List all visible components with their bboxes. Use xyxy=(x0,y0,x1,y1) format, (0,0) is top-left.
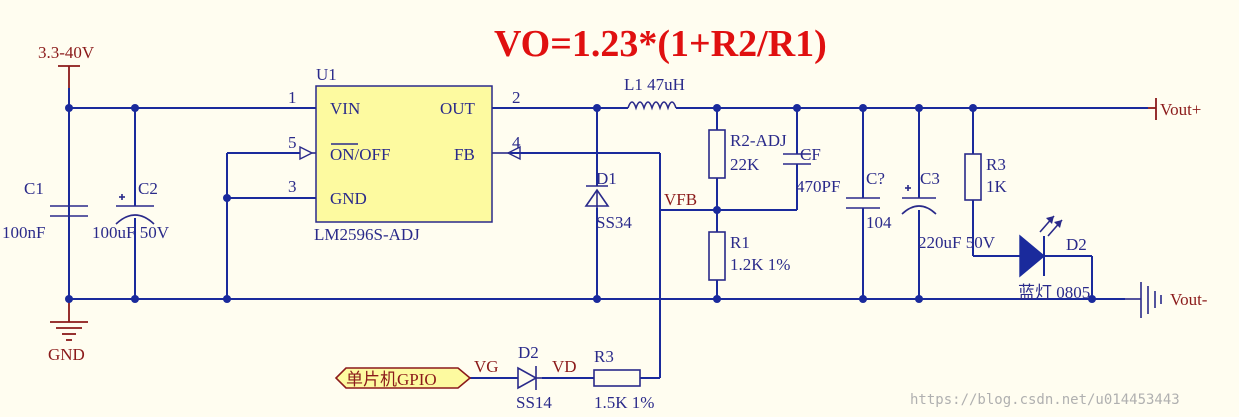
gpio-label: 单片机GPIO xyxy=(346,370,437,389)
u1-pin2-name: OUT xyxy=(440,99,476,118)
vout-plus-port xyxy=(1148,98,1157,120)
gpio-d2-value: SS14 xyxy=(516,393,552,412)
cf-ref: CF xyxy=(800,145,821,164)
d1-ref: D1 xyxy=(596,169,617,188)
r2-value: 22K xyxy=(730,155,760,174)
cf-value: 470PF xyxy=(796,177,840,196)
d2-ref: D2 xyxy=(1066,235,1087,254)
gpio-d2-ref: D2 xyxy=(518,343,539,362)
c1-ref: C1 xyxy=(24,179,44,198)
r1-resistor xyxy=(708,231,726,281)
c1-capacitor xyxy=(50,205,88,217)
u1-part: LM2596S-ADJ xyxy=(314,225,420,244)
r3-ref: R3 xyxy=(986,155,1006,174)
cq-value: 104 xyxy=(866,213,892,232)
cq-ref: C? xyxy=(866,169,885,188)
u1-pin1-name: VIN xyxy=(330,99,360,118)
d2-led xyxy=(1019,215,1063,278)
c3-ref: C3 xyxy=(920,169,940,188)
input-voltage-label: 3.3-40V xyxy=(38,43,95,62)
u1-pin3-num: 3 xyxy=(288,177,297,196)
c3-capacitor xyxy=(901,185,937,215)
cq-capacitor xyxy=(846,197,880,209)
vd-label: VD xyxy=(552,357,577,376)
r2-ref: R2-ADJ xyxy=(730,131,787,150)
r1-ref: R1 xyxy=(730,233,750,252)
vfb-label: VFB xyxy=(664,190,697,209)
u1-pin4-num: 4 xyxy=(512,133,521,152)
junction-dots xyxy=(65,104,1096,303)
u1-ref: U1 xyxy=(316,65,337,84)
gnd-symbol xyxy=(50,300,88,341)
u1-pin2-num: 2 xyxy=(512,88,521,107)
c1-value: 100nF xyxy=(2,223,45,242)
c2-ref: C2 xyxy=(138,179,158,198)
u1-chip xyxy=(299,85,521,223)
r1-value: 1.2K 1% xyxy=(730,255,790,274)
formula-title: VO=1.23*(1+R2/R1) xyxy=(494,23,827,65)
r3-resistor xyxy=(964,153,982,201)
r3-value: 1K xyxy=(986,177,1008,196)
cf-capacitor xyxy=(783,153,811,165)
watermark: https://blog.csdn.net/u014453443 xyxy=(910,392,1180,408)
gnd-label: GND xyxy=(48,345,85,364)
power-input-symbol xyxy=(58,65,80,88)
c2-capacitor xyxy=(115,194,155,225)
r2-resistor xyxy=(708,129,726,179)
u1-pin1-num: 1 xyxy=(288,88,297,107)
u1-pin4-name: FB xyxy=(454,145,475,164)
gpio-r3-resistor xyxy=(593,369,641,387)
d1-value: SS34 xyxy=(596,213,632,232)
gpio-r3-value: 1.5K 1% xyxy=(594,393,654,412)
wires xyxy=(68,88,1148,379)
d1-diode xyxy=(584,185,610,208)
vout-minus-port xyxy=(1125,282,1162,318)
vout-minus-label: Vout- xyxy=(1170,290,1208,309)
gpio-r3-ref: R3 xyxy=(594,347,614,366)
l1-inductor xyxy=(627,101,677,111)
l1-label: L1 47uH xyxy=(624,75,685,94)
d2-value: 蓝灯 0805 xyxy=(1018,283,1090,302)
u1-pin5-name: ON/OFF xyxy=(330,145,390,164)
c3-value: 220uF 50V xyxy=(918,233,996,252)
c2-value: 100uF 50V xyxy=(92,223,170,242)
u1-pin5-num: 5 xyxy=(288,133,297,152)
gpio-port xyxy=(334,367,472,389)
u1-pin3-name: GND xyxy=(330,189,367,208)
gpio-d2-diode xyxy=(517,366,542,390)
vout-plus-label: Vout+ xyxy=(1160,100,1201,119)
vg-label: VG xyxy=(474,357,499,376)
